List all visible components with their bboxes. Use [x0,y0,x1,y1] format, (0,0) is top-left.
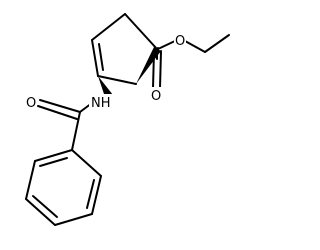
benzene-bond-4 [25,198,56,226]
ring-bond-c1-c5 [91,39,99,77]
ester-carbonyl-oxygen-atom-label: O [151,89,161,104]
benzene-bond-5 [25,160,36,200]
structure-diagram: NH O O O [25,13,230,226]
ester-bond-c-o-ether [157,40,176,50]
nh-label-background [89,94,113,110]
amide-double-bond-b [37,105,78,120]
benzene-inner-bond-1 [86,179,95,209]
nh-atom-label: NH [91,96,111,111]
benzene-bond-6 [34,149,73,162]
ester-double-bond-a [152,50,155,89]
ring-double-bond-inner [98,43,104,71]
amide-bond-carbonyl-phenyl [71,111,81,151]
benzene-inner-bond-2 [32,195,58,218]
ester-ether-oxygen-atom-label: O [175,34,185,49]
ring-bond-c5-c4 [97,75,137,85]
amide-oxygen-label-background [25,94,37,110]
benzene-bond-3 [54,213,93,226]
benzene-inner-bond-3 [39,157,68,167]
ester-bond-o-ch2 [184,40,206,53]
ester-double-bond-b [159,50,162,89]
ester-carbonyl-oxygen-label-background [150,87,162,103]
amide-oxygen-atom-label: O [26,96,36,111]
amide-double-bond-a [39,99,81,113]
benzene-bond-1 [71,149,102,177]
ester-bond-ch2-ch3 [204,34,230,53]
ring-bond-c2-c3 [124,13,158,50]
ring-bond-c1-c2 [91,13,126,41]
ester-ether-oxygen-label-background [174,32,186,48]
benzene-bond-2 [91,175,102,215]
